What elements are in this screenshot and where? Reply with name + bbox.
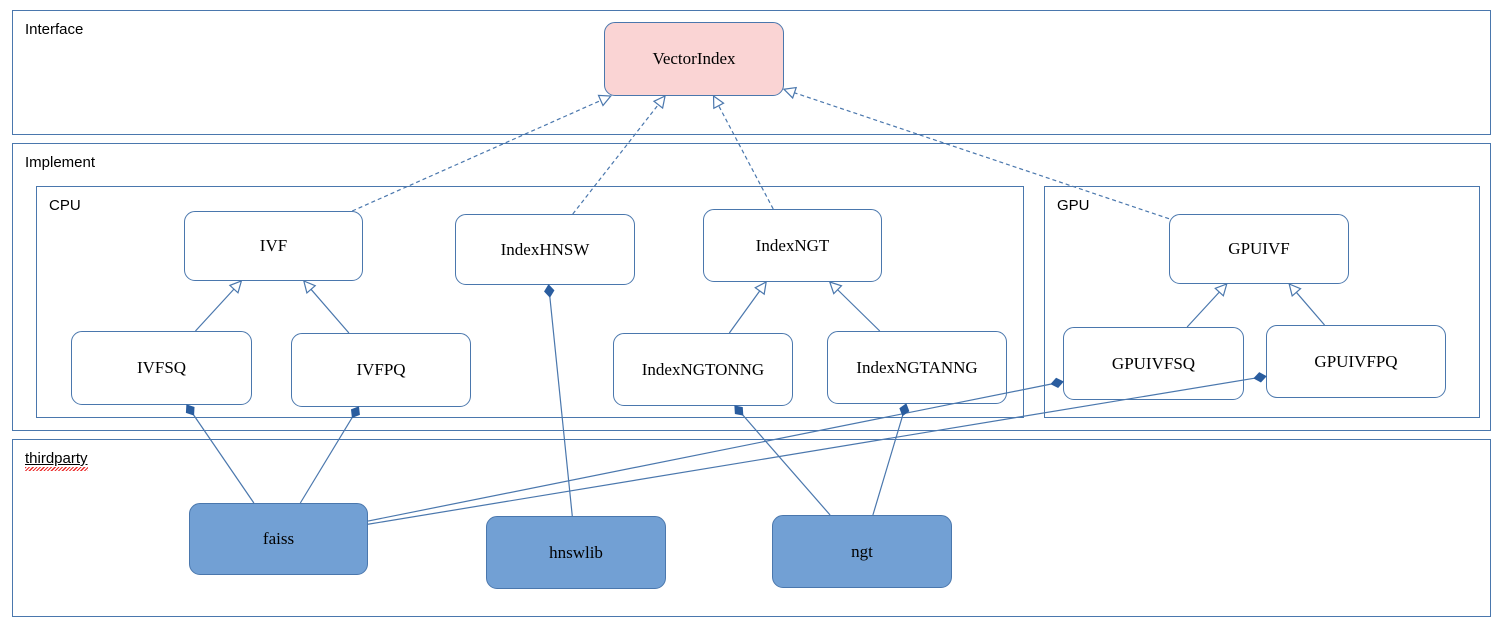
node-label-ngt: ngt [851, 541, 873, 561]
node-label-gpuivf: GPUIVF [1228, 239, 1290, 258]
node-label-vectorindex: VectorIndex [652, 49, 736, 68]
spellcheck-underline: thirdparty [25, 450, 88, 471]
edge-e10 [1295, 291, 1325, 326]
package-thirdparty [12, 439, 1491, 617]
package-gpu [1044, 186, 1480, 418]
node-hnswlib[interactable]: hnswlib [486, 516, 666, 589]
node-indexngtonng[interactable]: IndexNGTONNG [613, 333, 793, 406]
edge-e13 [367, 383, 1054, 522]
node-vectorindex[interactable]: VectorIndex [604, 22, 784, 96]
edge-e5 [195, 287, 236, 332]
node-label-ivfsq: IVFSQ [136, 358, 187, 377]
package-cpu [36, 186, 1024, 418]
edge-e2 [572, 103, 660, 215]
node-ivfpq[interactable]: IVFPQ [291, 333, 471, 407]
node-ivfsq[interactable]: IVFSQ [71, 331, 252, 405]
node-indexhnsw[interactable]: IndexHNSW [455, 214, 635, 285]
node-gpuivfpq[interactable]: GPUIVFPQ [1266, 325, 1446, 398]
package-implement [12, 143, 1491, 431]
node-label-hnswlib: hnswlib [549, 542, 603, 562]
node-label-gpuivfpq: GPUIVFPQ [1314, 351, 1398, 371]
edge-e9 [1186, 290, 1221, 328]
node-label-faiss: faiss [262, 529, 295, 548]
node-label-indexngtanng: IndexNGTANNG [856, 357, 978, 377]
package-interface [12, 10, 1491, 135]
package-label-gpu: GPU [1057, 197, 1090, 214]
edge-e16 [741, 413, 831, 516]
edge-e11 [191, 412, 255, 504]
node-label-indexngtonng: IndexNGTONNG [641, 359, 765, 379]
package-label-cpu: CPU [49, 197, 81, 214]
edge-e8 [836, 288, 881, 332]
edge-e6 [309, 288, 350, 334]
node-gpuivfsq[interactable]: GPUIVFSQ [1063, 327, 1244, 400]
edge-e1 [351, 99, 602, 212]
node-label-indexngt: IndexNGT [755, 235, 830, 255]
edge-e4 [793, 91, 1170, 220]
edge-e3 [717, 104, 774, 210]
edge-e15 [549, 294, 573, 517]
node-faiss[interactable]: faiss [189, 503, 368, 575]
node-indexngtanng[interactable]: IndexNGTANNG [827, 331, 1007, 404]
node-ivf[interactable]: IVF [184, 211, 363, 281]
edge-e12 [299, 415, 354, 504]
node-label-ivf: IVF [259, 236, 288, 255]
node-gpuivf[interactable]: GPUIVF [1169, 214, 1349, 284]
edge-e17 [872, 413, 904, 516]
node-label-ivfpq: IVFPQ [356, 360, 406, 379]
package-label-implement: Implement [25, 154, 96, 171]
package-label-interface: Interface [25, 21, 84, 38]
package-label-thirdparty: thirdparty [25, 450, 88, 471]
edge-e7 [728, 289, 761, 334]
node-label-gpuivfsq: GPUIVFSQ [1111, 353, 1196, 373]
node-label-indexhnsw: IndexHNSW [500, 239, 590, 259]
node-indexngt[interactable]: IndexNGT [703, 209, 882, 282]
edge-e14 [367, 377, 1257, 525]
node-ngt[interactable]: ngt [772, 515, 952, 588]
